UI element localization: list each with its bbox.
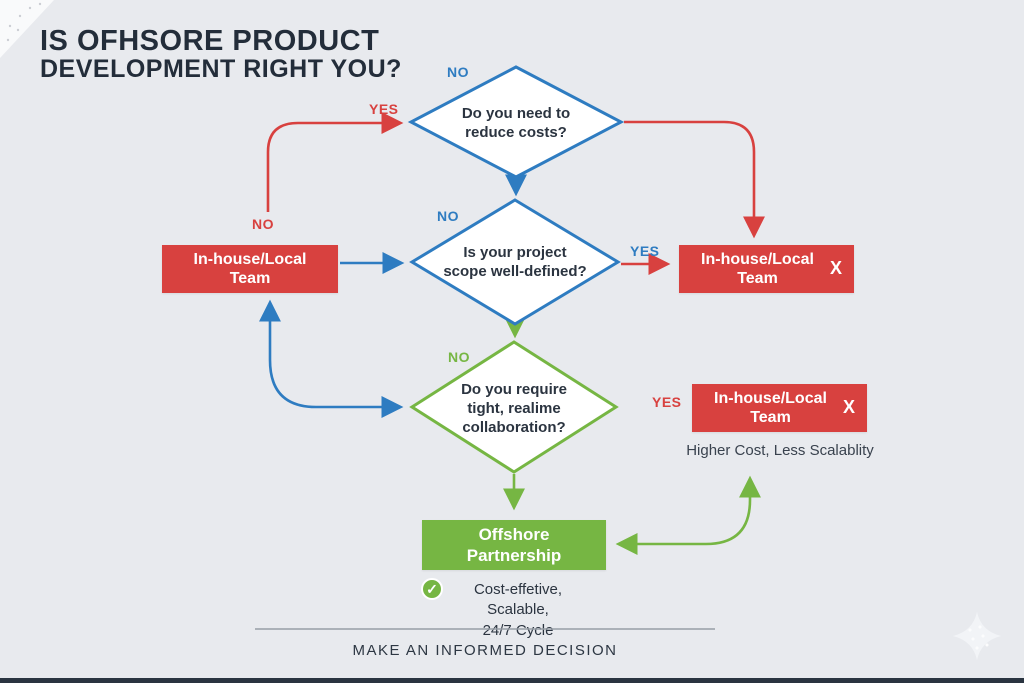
diamond-reduce-costs-question: Do you need to reduce costs?: [430, 105, 602, 143]
page-title-line1: IS OFHSORE PRODUCT: [40, 25, 380, 57]
sparkle-icon: [953, 612, 1001, 660]
diamond-collaboration: [409, 340, 619, 474]
arrow-reduce-costs-to-inhouse-right: [624, 120, 766, 239]
arrow-inhouse-left-collaboration-link: [258, 299, 404, 419]
label-no-scope: NO: [437, 208, 459, 224]
inhouse-right-box: In-house/Local Team X: [679, 245, 854, 293]
benefit-line: Cost-effetive, Scalable,: [473, 581, 563, 619]
box-label-line: In-house/Local: [701, 250, 814, 268]
box-label-line: Partnership: [466, 546, 562, 565]
box-label-line: In-house/Local: [193, 250, 307, 268]
label-yes-collaboration: YES: [652, 394, 682, 410]
question-line: Do you need to: [461, 105, 571, 122]
page-title-line2: DEVELOPMENT RIGHT YOU?: [40, 55, 402, 84]
arrow-offshore-note-link: [615, 475, 762, 556]
label-no-collaboration: NO: [448, 349, 470, 365]
question-line: scope well-defined?: [443, 262, 587, 280]
diamond-scope-question: Is your project scope well-defined?: [418, 244, 612, 282]
label-no-reduce-costs: NO: [447, 64, 469, 80]
inhouse-bottom-box: In-house/Local Team X: [692, 384, 867, 432]
offshore-benefit: Cost-effetive, Scalable, 24/7 Cycle: [443, 580, 593, 641]
inhouse-left-box: In-house/Local Team: [162, 245, 338, 293]
label-no-inhouse-left: NO: [252, 216, 274, 232]
diamond-scope: [409, 198, 621, 326]
diamond-reduce-costs: [407, 65, 625, 179]
question-line: Do you require: [461, 381, 567, 398]
footer-text: MAKE AN INFORMED DECISION: [352, 642, 618, 659]
question-line: collaboration?: [462, 418, 566, 436]
page-title: IS OFHSORE PRODUCT DEVELOPMENT RIGHT YOU…: [40, 26, 402, 83]
question-line: Is your project: [463, 244, 567, 261]
box-label-line: Team: [737, 270, 778, 287]
question-line: reduce costs?: [465, 123, 567, 141]
bottom-bar: [0, 678, 1024, 683]
diamond-collaboration-question: Do you require tight, realime collaborat…: [425, 381, 603, 437]
box-label-line: Team: [750, 409, 791, 426]
arrow-yes-to-reduce-costs: [266, 111, 404, 212]
corner-decoration: [0, 0, 54, 58]
footer-divider: [255, 628, 715, 630]
x-mark-icon: X: [842, 397, 855, 418]
label-yes-scope: YES: [630, 243, 660, 259]
label-yes-reduce-costs: YES: [369, 101, 399, 117]
box-label-line: Offshore: [478, 524, 550, 544]
check-icon: ✓: [421, 578, 443, 600]
inhouse-bottom-note: Higher Cost, Less Scalablity: [686, 442, 874, 459]
benefit-line: 24/7 Cycle: [482, 621, 554, 639]
question-line: tight, realime: [467, 399, 561, 417]
box-label-line: In-house/Local: [714, 389, 827, 407]
x-mark-icon: X: [829, 258, 842, 279]
offshore-partnership-box: Offshore Partnership: [422, 520, 606, 570]
box-label-line: Team: [229, 270, 271, 287]
